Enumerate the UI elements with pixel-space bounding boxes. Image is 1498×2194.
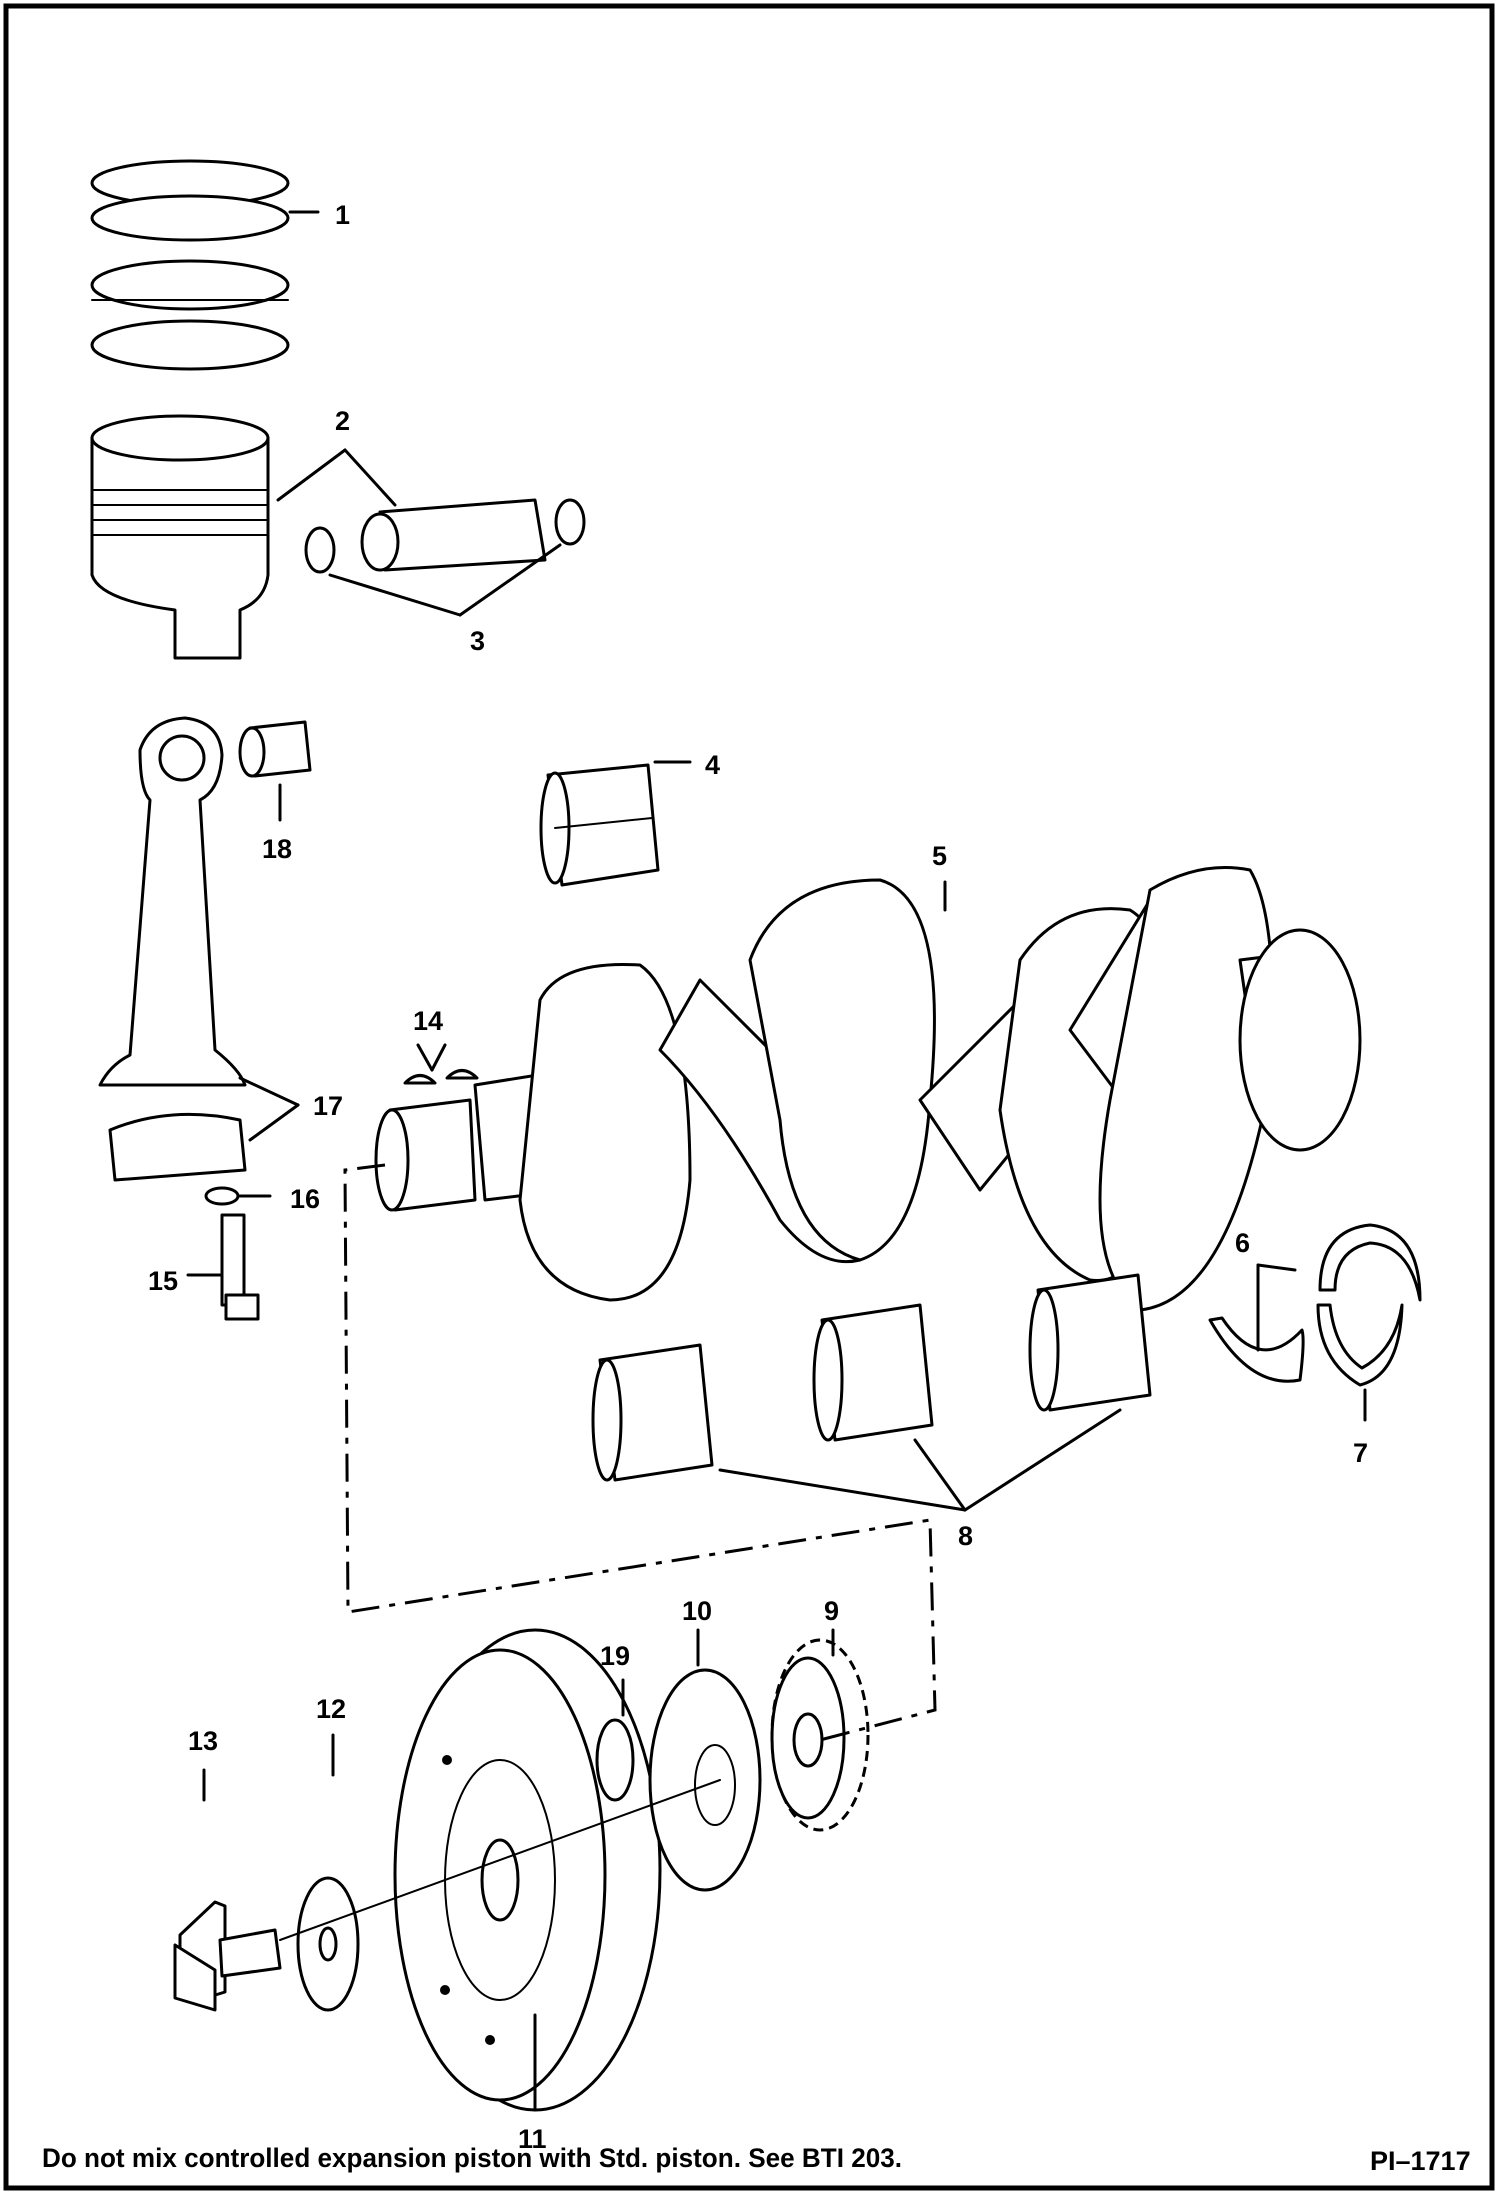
callout-14: 14 — [413, 1006, 443, 1036]
callout-18: 18 — [262, 834, 292, 864]
pulley-washer — [296, 1876, 360, 2012]
callout-15: 15 — [148, 1266, 178, 1296]
thrust-washer-upper — [1318, 1223, 1422, 1302]
figure-id: PI–1717 — [1370, 2146, 1471, 2176]
small-end-bushing — [238, 720, 312, 778]
thrust-washer-flanged — [1316, 1303, 1404, 1387]
diagram-border — [3, 3, 1495, 2191]
main-bearing-1 — [591, 1343, 714, 1482]
crankshaft-pulley — [393, 1628, 662, 2112]
callout-10: 10 — [682, 1596, 712, 1626]
assembly-axis — [279, 1779, 721, 1941]
callout-5: 5 — [932, 841, 947, 871]
crankshaft — [374, 866, 1362, 1312]
main-bearing-3 — [1028, 1273, 1152, 1412]
callout-7: 7 — [1353, 1438, 1368, 1468]
assembly-centerline — [343, 1163, 937, 1742]
callout-17: 17 — [313, 1091, 343, 1121]
washer — [204, 1186, 240, 1206]
callout-13: 13 — [188, 1726, 218, 1756]
snap-ring-right — [554, 498, 586, 546]
snap-ring-left — [304, 526, 336, 574]
callout-3: 3 — [470, 626, 485, 656]
callout-12: 12 — [316, 1694, 346, 1724]
crankshaft-gear — [770, 1638, 870, 1832]
rod-bolt — [220, 1213, 260, 1321]
callout-11: 11 — [518, 2124, 547, 2154]
oil-slinger — [648, 1668, 762, 1892]
callout-1: 1 — [335, 200, 350, 230]
connecting-rod — [98, 716, 247, 1182]
callout-9: 9 — [824, 1596, 839, 1626]
footer-note: Do not mix controlled expansion piston w… — [42, 2143, 902, 2173]
callout-8: 8 — [958, 1521, 973, 1551]
o-ring — [595, 1718, 635, 1802]
callout-2: 2 — [335, 406, 350, 436]
callout-16: 16 — [290, 1184, 320, 1214]
callout-6: 6 — [1235, 1228, 1250, 1258]
leader-lines — [186, 210, 1367, 2112]
woodruff-key-right — [445, 1069, 479, 1080]
piston-rings — [90, 159, 290, 371]
woodruff-key-left — [403, 1074, 437, 1085]
callout-19: 19 — [600, 1641, 630, 1671]
callout-4: 4 — [705, 750, 720, 780]
main-bearing-2 — [812, 1303, 934, 1442]
pulley-bolt — [173, 1900, 282, 2012]
piston-pin — [360, 498, 547, 572]
piston — [90, 414, 270, 660]
main-bearing-upper — [539, 763, 660, 887]
